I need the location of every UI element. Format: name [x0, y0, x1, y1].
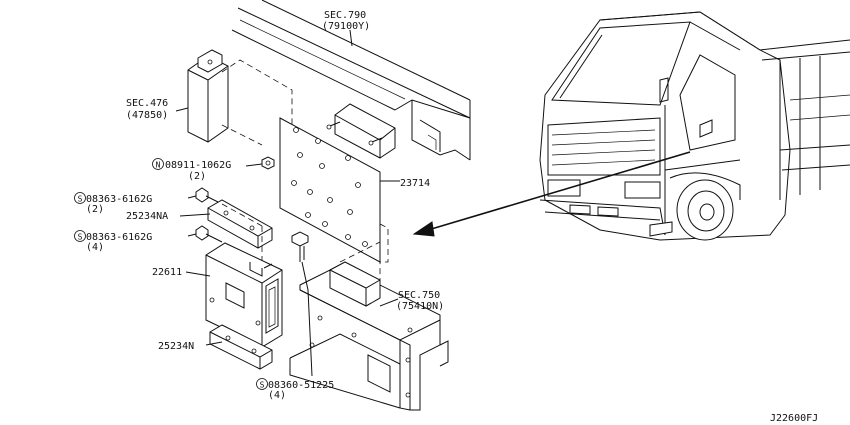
nut-symbol-icon: N: [152, 158, 164, 170]
bolt1-quantity: (2): [86, 204, 104, 215]
bolt1-part-number: 08363-6162G: [86, 194, 152, 205]
nut-symbol-letter: N: [156, 161, 161, 170]
nut-quantity: (2): [188, 171, 206, 182]
bolt-symbol-letter: S: [78, 233, 83, 242]
bolt-08363-upper: [195, 187, 223, 205]
sec476-label: SEC.476: [126, 98, 168, 109]
ecm-22611-label: 22611: [152, 267, 182, 278]
bolt2-part-number: 08363-6162G: [86, 232, 152, 243]
sec476-component: [187, 49, 229, 143]
frame-rail: [231, 0, 471, 161]
sec750-subcode: (75410N): [396, 301, 444, 312]
bolt-symbol-icon: S: [74, 192, 86, 204]
bolt-symbol-icon: S: [74, 230, 86, 242]
sec750-label: SEC.750: [398, 290, 440, 301]
sec476-subcode: (47850): [126, 110, 168, 121]
bolt-symbol-icon: S: [256, 378, 268, 390]
bolt2-quantity: (4): [86, 242, 104, 253]
leader-lines: [175, 29, 400, 377]
bracket-25234n-label: 25234N: [158, 341, 194, 352]
bracket-25234na: [207, 199, 273, 249]
sec790-subcode: (79100Y): [322, 21, 370, 32]
screw-quantity: (4): [268, 390, 286, 401]
bracket-23714-label: 23714: [400, 178, 430, 189]
crossmember-sec750: [289, 261, 449, 411]
location-arrow-icon: [412, 151, 691, 237]
diagram-code: J22600FJ: [770, 413, 818, 424]
bolt-symbol-letter: S: [78, 195, 83, 204]
nut-08911: [261, 156, 275, 170]
screw-part-number: 08360-51225: [268, 380, 334, 391]
bolt-symbol-letter: S: [260, 381, 265, 390]
screw-08360: [291, 231, 309, 262]
main-bracket-23714: [279, 117, 389, 263]
nut-part-number: 08911-1062G: [165, 160, 231, 171]
sec790-label: SEC.790: [324, 10, 366, 21]
bolt-08363-lower: [195, 225, 223, 243]
ecm-22611: [205, 242, 283, 348]
truck-cab-icon: [539, 11, 850, 241]
bracket-25234na-label: 25234NA: [126, 211, 168, 222]
